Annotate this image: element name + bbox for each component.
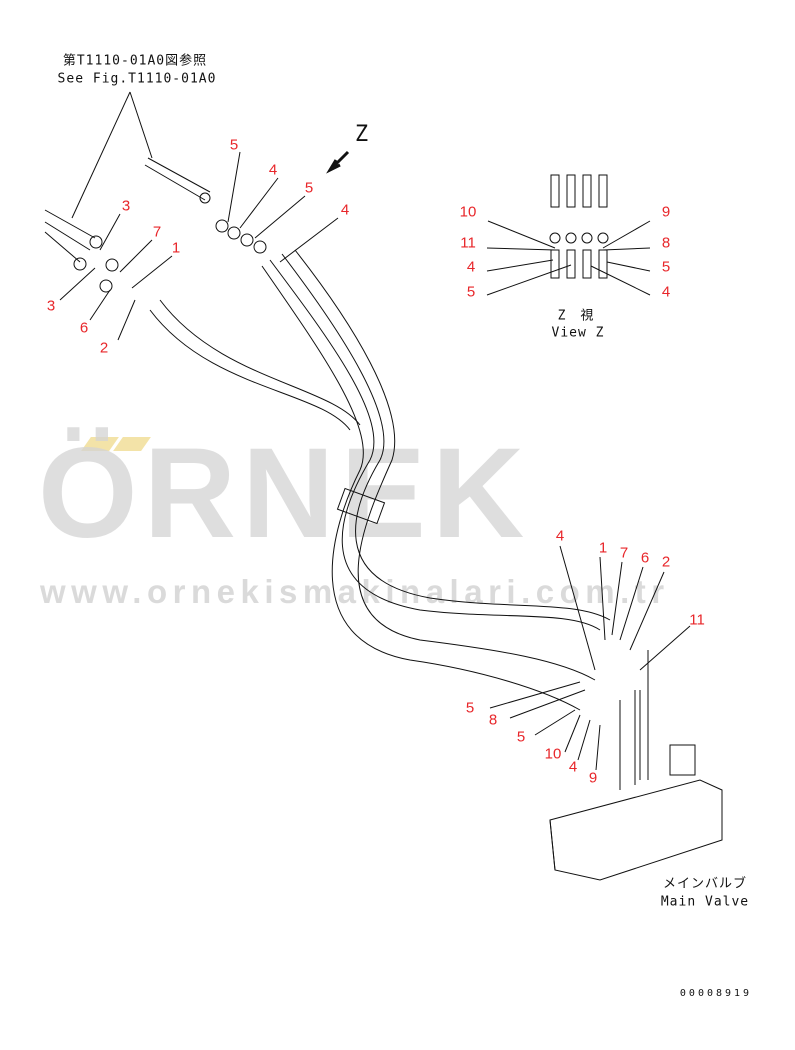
reference-note-jp: 第T1110-01A0図参照 — [62, 53, 208, 69]
callout: 11 — [689, 611, 705, 629]
main-valve — [549, 650, 723, 881]
callout: 4 — [555, 527, 565, 545]
view-z-detail — [486, 174, 651, 296]
reference-note-en: See Fig.T1110-01A0 — [57, 71, 217, 87]
callout: 1 — [171, 239, 181, 257]
callout-leaders — [489, 545, 691, 771]
callout: 10 — [544, 745, 562, 763]
callout: 4 — [466, 258, 476, 276]
hose-fittings-group — [215, 219, 267, 254]
callout: 5 — [304, 179, 314, 197]
callout: 5 — [661, 258, 671, 276]
callout: 8 — [488, 711, 498, 729]
drawing-number: 00008919 — [679, 988, 753, 999]
callout: 9 — [661, 203, 671, 221]
view-z-caption-jp: Z 視 — [557, 308, 595, 324]
callout: 4 — [568, 758, 578, 776]
callout: 4 — [268, 161, 278, 179]
callout: 4 — [661, 283, 671, 301]
callout: 7 — [152, 223, 162, 241]
reference-arrow — [71, 91, 131, 219]
callout: 3 — [121, 197, 131, 215]
callout: 5 — [229, 136, 239, 154]
reference-arrow — [129, 91, 153, 159]
callout: 2 — [99, 339, 109, 357]
watermark-url: www.ornekismakinalari.com.tr — [40, 573, 670, 610]
hose-bundle — [149, 249, 611, 711]
view-z-arrow-icon — [326, 150, 350, 174]
hose-stubs-upper — [44, 157, 211, 293]
callout: 7 — [619, 544, 629, 562]
callout: 9 — [588, 769, 598, 787]
main-valve-caption-en: Main Valve — [660, 894, 750, 910]
view-z-caption-en: View Z — [551, 325, 605, 341]
callout-leaders-upper — [59, 151, 339, 341]
callout: 1 — [598, 539, 608, 557]
main-valve-caption-jp: メインバルブ — [662, 876, 748, 892]
callout: 5 — [516, 728, 526, 746]
callout: 10 — [459, 203, 477, 221]
watermark-brand: ÖRNEK — [38, 422, 531, 565]
callout: 8 — [661, 234, 671, 252]
callout: 6 — [640, 549, 650, 567]
callout: 2 — [661, 553, 671, 571]
callout: 11 — [460, 234, 476, 252]
callout: 3 — [46, 297, 56, 315]
callout: 5 — [466, 283, 476, 301]
callout: 4 — [340, 201, 350, 219]
hose-clamp — [336, 487, 386, 525]
callout: 6 — [79, 319, 89, 337]
callout: 5 — [465, 699, 475, 717]
view-z-marker: Z — [354, 122, 370, 147]
